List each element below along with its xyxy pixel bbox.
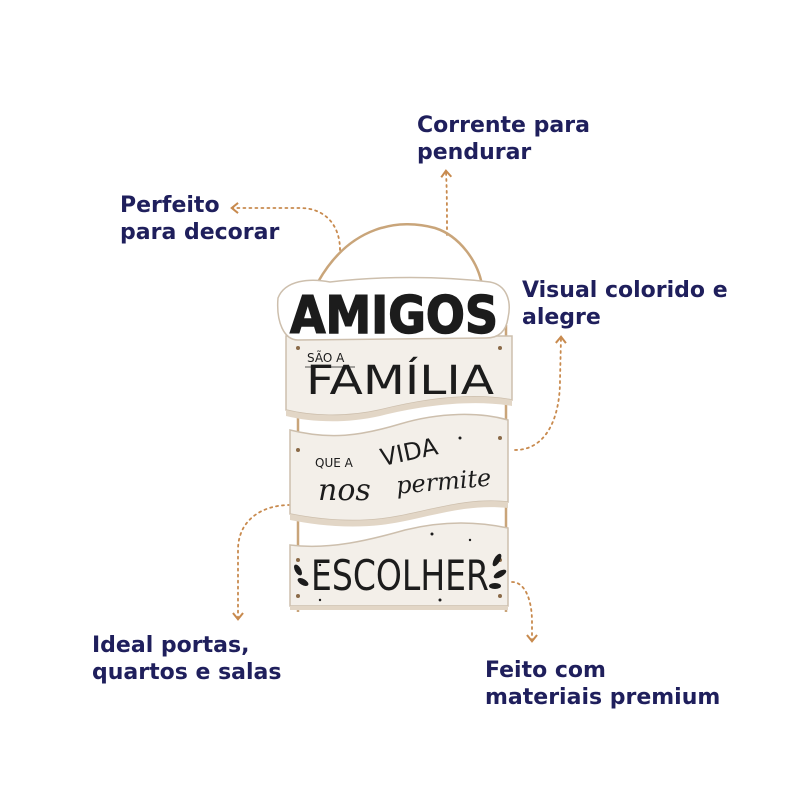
- leaf-decoration-left: [294, 564, 309, 586]
- callout-corrente-line1: Corrente para: [417, 113, 590, 138]
- arrow-visual: [514, 335, 567, 451]
- callout-ideal: Ideal portas, quartos e salas: [92, 632, 282, 686]
- callout-feito: Feito com materiais premium: [485, 657, 720, 711]
- leaf-decoration-right: [489, 553, 507, 589]
- text-que-a: QUE A: [315, 456, 354, 470]
- callout-visual: Visual colorido e alegre: [522, 277, 728, 331]
- sign-board-2: [289, 413, 509, 527]
- sign-top-plate: AMIGOS: [276, 276, 510, 347]
- callout-visual-line2: alegre: [522, 305, 601, 330]
- callout-feito-line2: materiais premium: [485, 685, 721, 710]
- callout-ideal-line1: Ideal portas,: [92, 633, 250, 658]
- callout-arrows: [230, 169, 567, 643]
- sign-board-3: [289, 522, 509, 610]
- text-familia: FAMÍLIA: [306, 356, 495, 404]
- text-sao-a: SÃO A: [307, 350, 345, 365]
- callout-visual-line1: Visual colorido e: [522, 278, 728, 303]
- sign-title: AMIGOS: [290, 286, 498, 346]
- callout-corrente: Corrente para pendurar: [417, 112, 590, 166]
- text-nos: nos: [318, 473, 371, 508]
- arrow-feito: [511, 581, 538, 643]
- callout-perfeito-line2: para decorar: [120, 220, 280, 245]
- callout-corrente-line2: pendurar: [417, 140, 532, 165]
- arrow-ideal: [232, 504, 291, 621]
- callout-perfeito: Perfeito para decorar: [120, 192, 279, 246]
- text-escolher: ESCOLHER: [311, 551, 489, 600]
- callout-perfeito-line1: Perfeito: [120, 193, 220, 218]
- arrow-corrente: [440, 169, 453, 236]
- arrow-perfeito: [230, 202, 341, 251]
- callout-ideal-line2: quartos e salas: [92, 660, 282, 685]
- sign-board-1: [285, 335, 513, 422]
- sparkle-decorations: [318, 436, 472, 602]
- callout-feito-line1: Feito com: [485, 658, 606, 683]
